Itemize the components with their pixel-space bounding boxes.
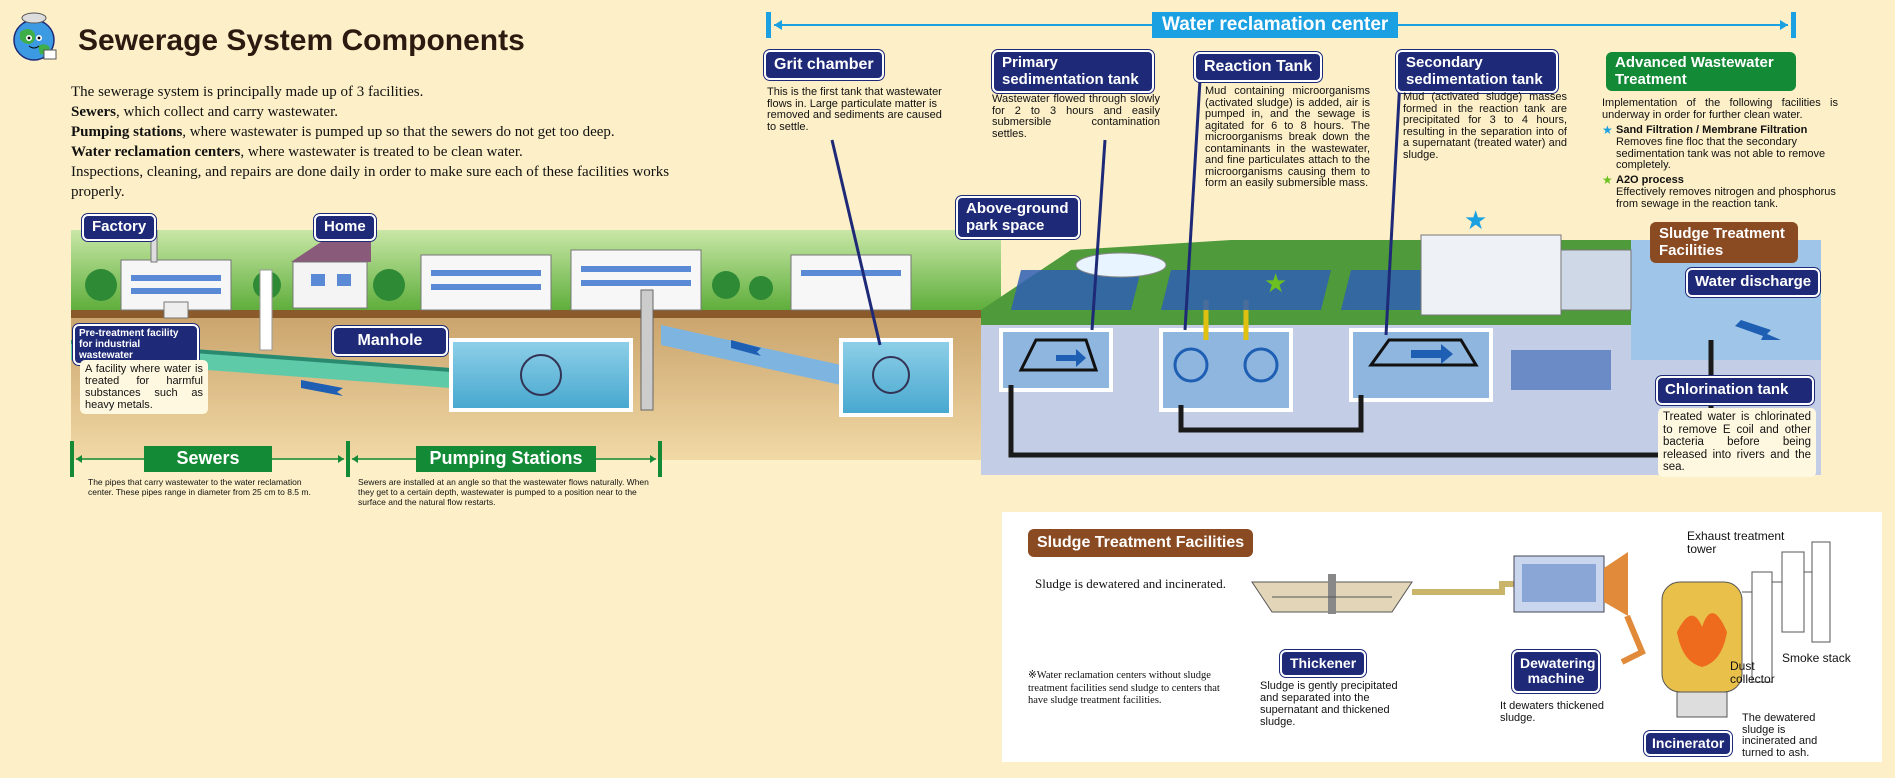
primary-desc: Wastewater flowed through slowly for 2 t…	[992, 93, 1160, 140]
mascot-globe-icon	[8, 10, 60, 66]
label-factory: Factory	[82, 214, 157, 241]
incinerator-desc: The dewatered sludge is incinerated and …	[1742, 712, 1818, 759]
label-exhaust-tower: Exhaust treatment tower	[1687, 529, 1785, 556]
label-manhole: Manhole	[332, 326, 448, 356]
intro-line4: Water reclamation centers, where wastewa…	[71, 142, 711, 162]
dewatering-desc: It dewaters thickened sludge.	[1500, 700, 1604, 724]
label-grit-chamber: Grit chamber	[764, 50, 884, 80]
intro-wrc-rest: , where wastewater is treated to be clea…	[240, 144, 523, 160]
grit-desc: This is the first tank that wastewater f…	[767, 86, 942, 133]
sewers-desc: The pipes that carry wastewater to the w…	[88, 477, 311, 497]
intro-sewers-bold: Sewers	[71, 104, 116, 120]
intro-pumping-bold: Pumping stations	[71, 124, 183, 140]
intro-sewers-rest: , which collect and carry wastewater.	[116, 104, 338, 120]
label-chlorination-tank: Chlorination tank	[1656, 376, 1814, 405]
advanced-item1-star-icon: ★	[1602, 123, 1613, 137]
pumping-desc: Sewers are installed at an angle so that…	[358, 477, 649, 507]
wrc-header-label: Water reclamation center	[1152, 12, 1399, 38]
secondary-desc: Mud (activated sludge) masses formed in …	[1403, 91, 1567, 161]
reaction-desc: Mud containing microorganisms (activated…	[1205, 85, 1370, 189]
label-park-space: Above-ground park space	[956, 196, 1080, 239]
label-secondary-sedimentation: Secondary sedimentation tank	[1396, 50, 1558, 93]
intro-text: The sewerage system is principally made …	[71, 82, 711, 202]
label-sewers: Sewers	[144, 446, 272, 472]
intro-wrc-bold: Water reclamation centers	[71, 144, 241, 160]
process-illustration	[71, 229, 1821, 480]
wrc-header-bar: Water reclamation center	[766, 12, 1796, 38]
page-title: Sewerage System Components	[78, 24, 525, 57]
label-dewatering-machine: Dewatering machine	[1512, 650, 1600, 693]
label-dust-collector: Dust collector	[1730, 659, 1775, 686]
chlorination-desc: Treated water is chlorinated to remove E…	[1658, 408, 1816, 477]
label-sludge-facilities: Sludge Treatment Facilities	[1650, 222, 1798, 263]
sludge-panel-note: ※Water reclamation centers without sludg…	[1028, 670, 1220, 706]
a2o-star-icon: ★	[1264, 268, 1288, 298]
advanced-item2-star-icon: ★	[1602, 173, 1613, 187]
sludge-panel-subtitle: Sludge is dewatered and incinerated.	[1035, 576, 1226, 591]
label-home: Home	[314, 214, 376, 241]
label-thickener: Thickener	[1280, 650, 1367, 678]
advanced-item1-title: Sand Filtration / Membrane Filtration	[1616, 124, 1808, 136]
intro-pumping-rest: , where wastewater is pumped up so that …	[182, 124, 615, 140]
advanced-desc: Implementation of the following faciliti…	[1602, 97, 1838, 121]
label-advanced-treatment: Advanced Wastewater Treatment	[1606, 52, 1796, 91]
label-pretreatment: Pre-treatment facility for industrial wa…	[73, 324, 199, 365]
label-water-discharge: Water discharge	[1686, 268, 1821, 297]
intro-line1: The sewerage system is principally made …	[71, 84, 424, 100]
label-pumping-stations: Pumping Stations	[416, 446, 596, 472]
sludge-panel-title: Sludge Treatment Facilities	[1028, 529, 1254, 557]
sludge-panel: Sludge Treatment Facilities Sludge is de…	[1002, 512, 1882, 762]
sludge-process-illustration	[1251, 541, 1831, 718]
thickener-desc: Sludge is gently precipitated and separa…	[1260, 680, 1398, 728]
intro-line2: Sewers, which collect and carry wastewat…	[71, 102, 711, 122]
intro-line3: Pumping stations, where wastewater is pu…	[71, 122, 711, 142]
label-incinerator: Incinerator	[1644, 731, 1733, 757]
label-reaction-tank: Reaction Tank	[1194, 52, 1323, 82]
pretreatment-desc: A facility where water is treated for ha…	[80, 360, 208, 414]
advanced-item2-desc: Effectively removes nitrogen and phospho…	[1616, 186, 1836, 210]
intro-line5: Inspections, cleaning, and repairs are d…	[71, 164, 670, 200]
label-primary-sedimentation: Primary sedimentation tank	[992, 50, 1154, 93]
advanced-item1-desc: Removes fine floc that the secondary sed…	[1616, 136, 1826, 171]
advanced-item2-title: A2O process	[1616, 174, 1684, 186]
label-smoke-stack: Smoke stack	[1782, 651, 1851, 665]
filtration-star-icon: ★	[1464, 205, 1488, 235]
